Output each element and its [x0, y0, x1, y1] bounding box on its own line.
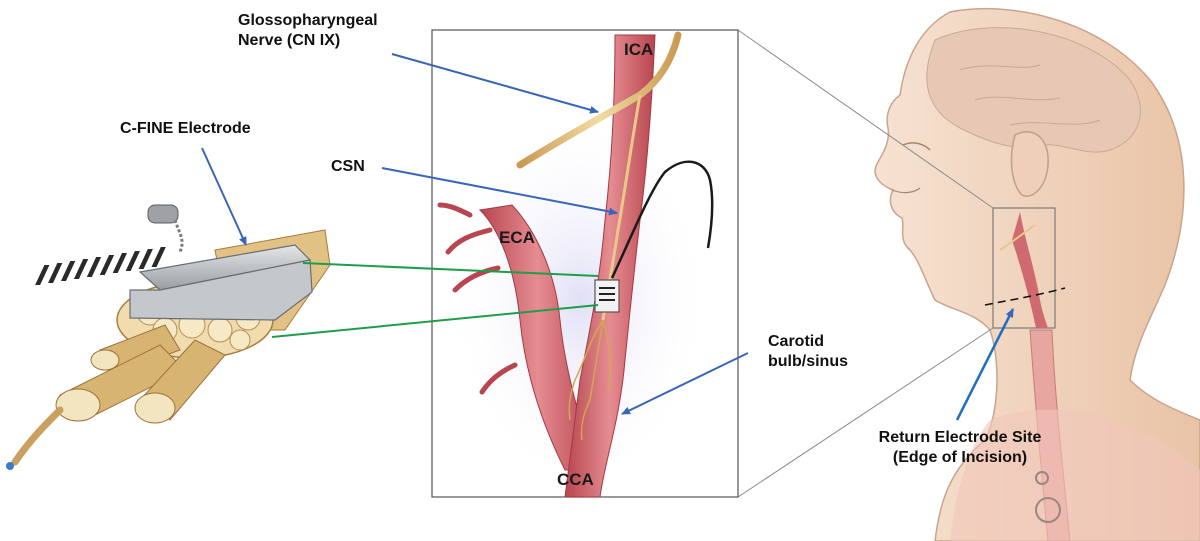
arrow-carotid-sinus: [621, 352, 749, 415]
sinus-nerve-branches: [568, 319, 611, 441]
zoom-line-top: [737, 29, 994, 209]
neck-zoom-box: [992, 207, 1056, 329]
csn-label: CSN: [331, 158, 365, 175]
cuff-contacts: [35, 247, 166, 285]
inset-electrode: [594, 279, 620, 313]
zoom-line-bottom: [737, 327, 994, 498]
return-line1: Return Electrode Site: [878, 429, 1042, 446]
cfine-electrode-illustration: [6, 204, 331, 470]
connector-line-top: [302, 262, 599, 277]
arrow-glossopharyngeal: [391, 53, 599, 114]
cca-label: CCA: [557, 470, 594, 489]
carotid-line1: Carotid: [768, 333, 824, 350]
glossopharyngeal-line1: Glossopharyngeal: [238, 12, 378, 29]
eca-label: ECA: [499, 228, 535, 247]
head-illustration: [874, 7, 1200, 541]
ica-artery: [564, 34, 656, 498]
glossopharyngeal-nerve-label: Glossopharyngeal Nerve (CN IX): [238, 11, 378, 51]
arrow-cfine: [201, 147, 247, 246]
ica-label: ICA: [624, 40, 654, 59]
connector-plug: [147, 204, 179, 224]
return-electrode-label: Return Electrode Site (Edge of Incision): [860, 428, 1060, 468]
brain-shape: [926, 27, 1141, 153]
glossopharyngeal-line2: Nerve (CN IX): [238, 32, 341, 49]
ear-shape: [1010, 131, 1049, 197]
arrow-return-electrode: [955, 308, 1015, 421]
device-circle: [1035, 497, 1061, 523]
return-line2: (Edge of Incision): [892, 449, 1028, 466]
carotid-bulb-label: Carotid bulb/sinus: [768, 332, 848, 372]
lead-wire: [610, 160, 714, 279]
carotid-inset-panel: [431, 29, 739, 498]
glossopharyngeal-nerve: [516, 31, 682, 169]
arrow-csn: [381, 167, 618, 216]
connector-line-bottom: [271, 304, 599, 338]
neck-artery: [1012, 212, 1048, 328]
incision-line: [984, 287, 1066, 306]
carotid-line2: bulb/sinus: [768, 353, 848, 370]
cfine-electrode-label: C-FINE Electrode: [120, 120, 251, 137]
